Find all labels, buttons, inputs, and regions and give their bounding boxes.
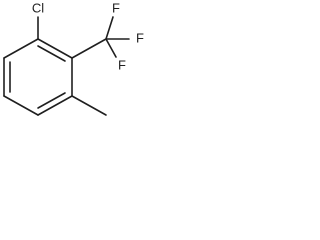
ring-bond-top-right (37, 38, 73, 59)
fluorine-label-top: F (112, 0, 120, 15)
chlorine-label: Cl (32, 0, 44, 15)
cf3-bond (71, 38, 107, 59)
ring-inner-double-bond-bottom-right (37, 92, 66, 109)
benzene-ring (3, 38, 73, 116)
ring-inner-double-bond-top-right (37, 45, 66, 62)
cf-bond-bottom (105, 38, 117, 58)
structure-svg: Cl F F F (3, 0, 144, 116)
methyl-bond (71, 95, 107, 116)
ring-bond-bottom-left (3, 95, 39, 116)
fluorine-label-bottom: F (118, 57, 126, 72)
fluorine-label-right: F (136, 30, 144, 45)
ring-bond-bottom-right (37, 95, 73, 116)
molecule-diagram: Cl F F F (0, 0, 150, 134)
ring-bond-top-left (3, 38, 39, 59)
cf-bond-top (105, 16, 114, 40)
